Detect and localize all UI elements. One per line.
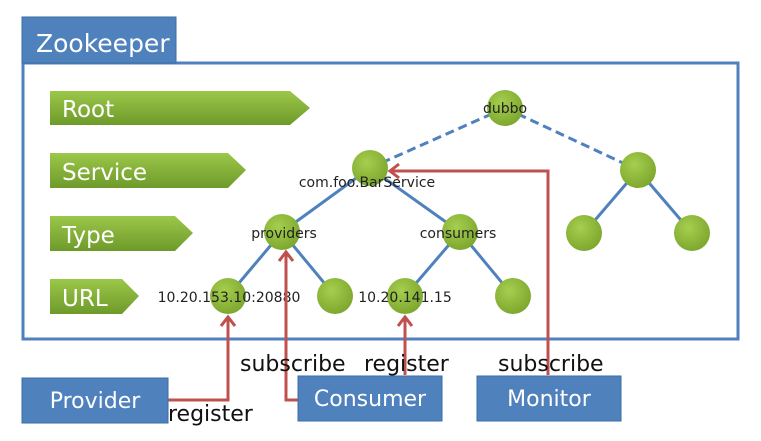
node-provider-url-2 (317, 278, 353, 314)
arrow-consumer-subscribe (284, 253, 298, 402)
node-providers (264, 214, 300, 250)
node-consumer-url-2 (495, 278, 531, 314)
level-service: Service (50, 153, 246, 188)
label-consumer-register: register (364, 352, 450, 377)
label-provider-register: register (168, 402, 254, 427)
node-provider-url (210, 278, 246, 314)
node-service-label: com.foo.BarService (299, 175, 435, 191)
level-root-label: Root (62, 97, 114, 123)
node-consumer-url-label: 10.20.141.15 (358, 290, 452, 306)
node-other-right (674, 215, 710, 251)
actor-monitor: Monitor (476, 375, 622, 422)
label-consumer-subscribe: subscribe (240, 352, 346, 377)
node-consumer-url (387, 278, 423, 314)
actor-provider: Provider (21, 377, 169, 424)
arrow-consumer-subscribe-head (277, 249, 295, 262)
arrow-monitor-subscribe-head (387, 162, 400, 180)
node-other-service (620, 152, 656, 188)
node-service (352, 150, 388, 186)
node-root (487, 90, 523, 126)
node-root-label: dubbo (483, 101, 527, 117)
level-root: Root (50, 91, 310, 125)
zookeeper-tab (21, 16, 177, 64)
node-provider-url-label: 10.20.153.10:20880 (158, 290, 301, 306)
node-providers-label: providers (251, 226, 317, 242)
level-url-label: URL (62, 286, 108, 312)
edge-root-service (369, 106, 506, 170)
flow-arrows (168, 162, 550, 402)
node-consumers (442, 214, 478, 250)
arrow-provider-register-head (219, 314, 237, 327)
level-url: URL (50, 279, 139, 314)
edge-service-consumers (369, 166, 461, 234)
node-consumers-label: consumers (420, 226, 497, 242)
level-type: Type (50, 216, 193, 251)
node-other-left (566, 215, 602, 251)
actor-consumer-label: Consumer (314, 387, 427, 412)
edge-service-providers (281, 166, 371, 234)
actor-monitor-label: Monitor (507, 387, 592, 412)
level-type-label: Type (61, 223, 115, 249)
actor-provider-label: Provider (50, 389, 142, 414)
label-monitor-subscribe: subscribe (498, 352, 604, 377)
arrow-monitor-subscribe (391, 169, 550, 375)
arrow-provider-register (168, 318, 230, 402)
level-service-label: Service (62, 160, 147, 186)
zookeeper-title: Zookeeper (36, 29, 170, 58)
actor-consumer: Consumer (297, 375, 443, 422)
edge-root-other-service (504, 106, 639, 172)
arrow-consumer-register-head (396, 314, 414, 327)
